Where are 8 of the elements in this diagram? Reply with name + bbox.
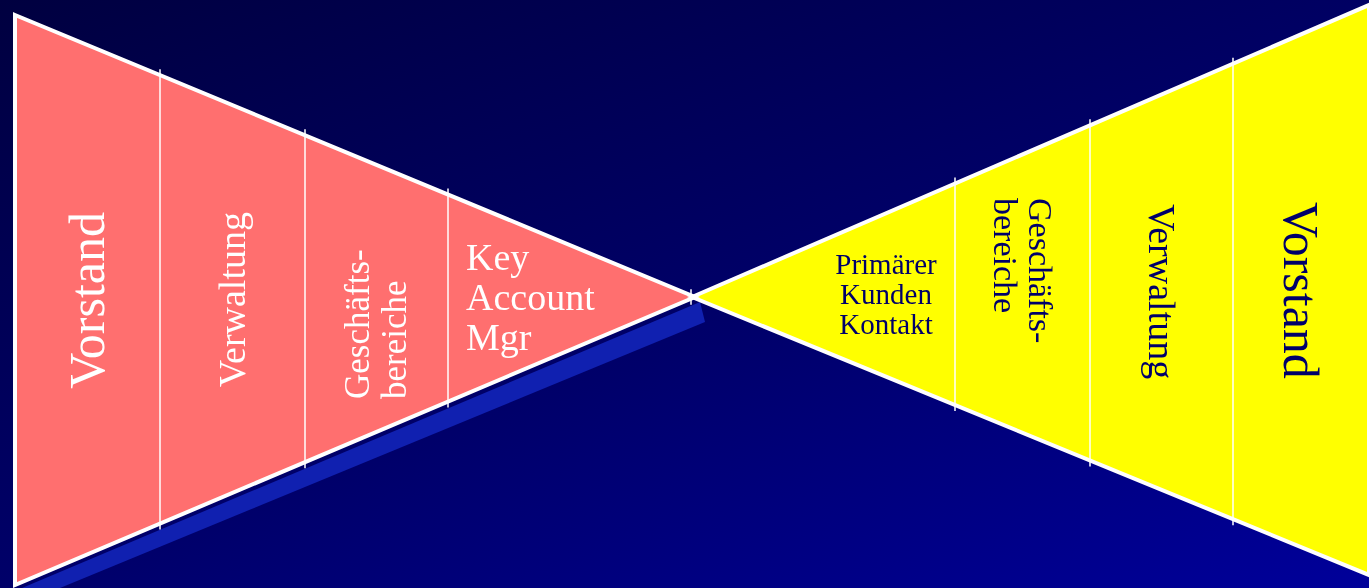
band-label: Vorstand: [1274, 201, 1328, 379]
band-label: Verwaltung: [1141, 203, 1182, 379]
band-label: Vorstand: [61, 211, 114, 389]
band-label: Verwaltung: [212, 211, 253, 387]
band-label: Key Account Mgr: [466, 238, 596, 358]
band-label: Primärer Kunden Kontakt: [834, 248, 938, 340]
band-label: Geschäfts- bereiche: [986, 197, 1059, 346]
band-label: Geschäfts- bereiche: [339, 248, 414, 399]
